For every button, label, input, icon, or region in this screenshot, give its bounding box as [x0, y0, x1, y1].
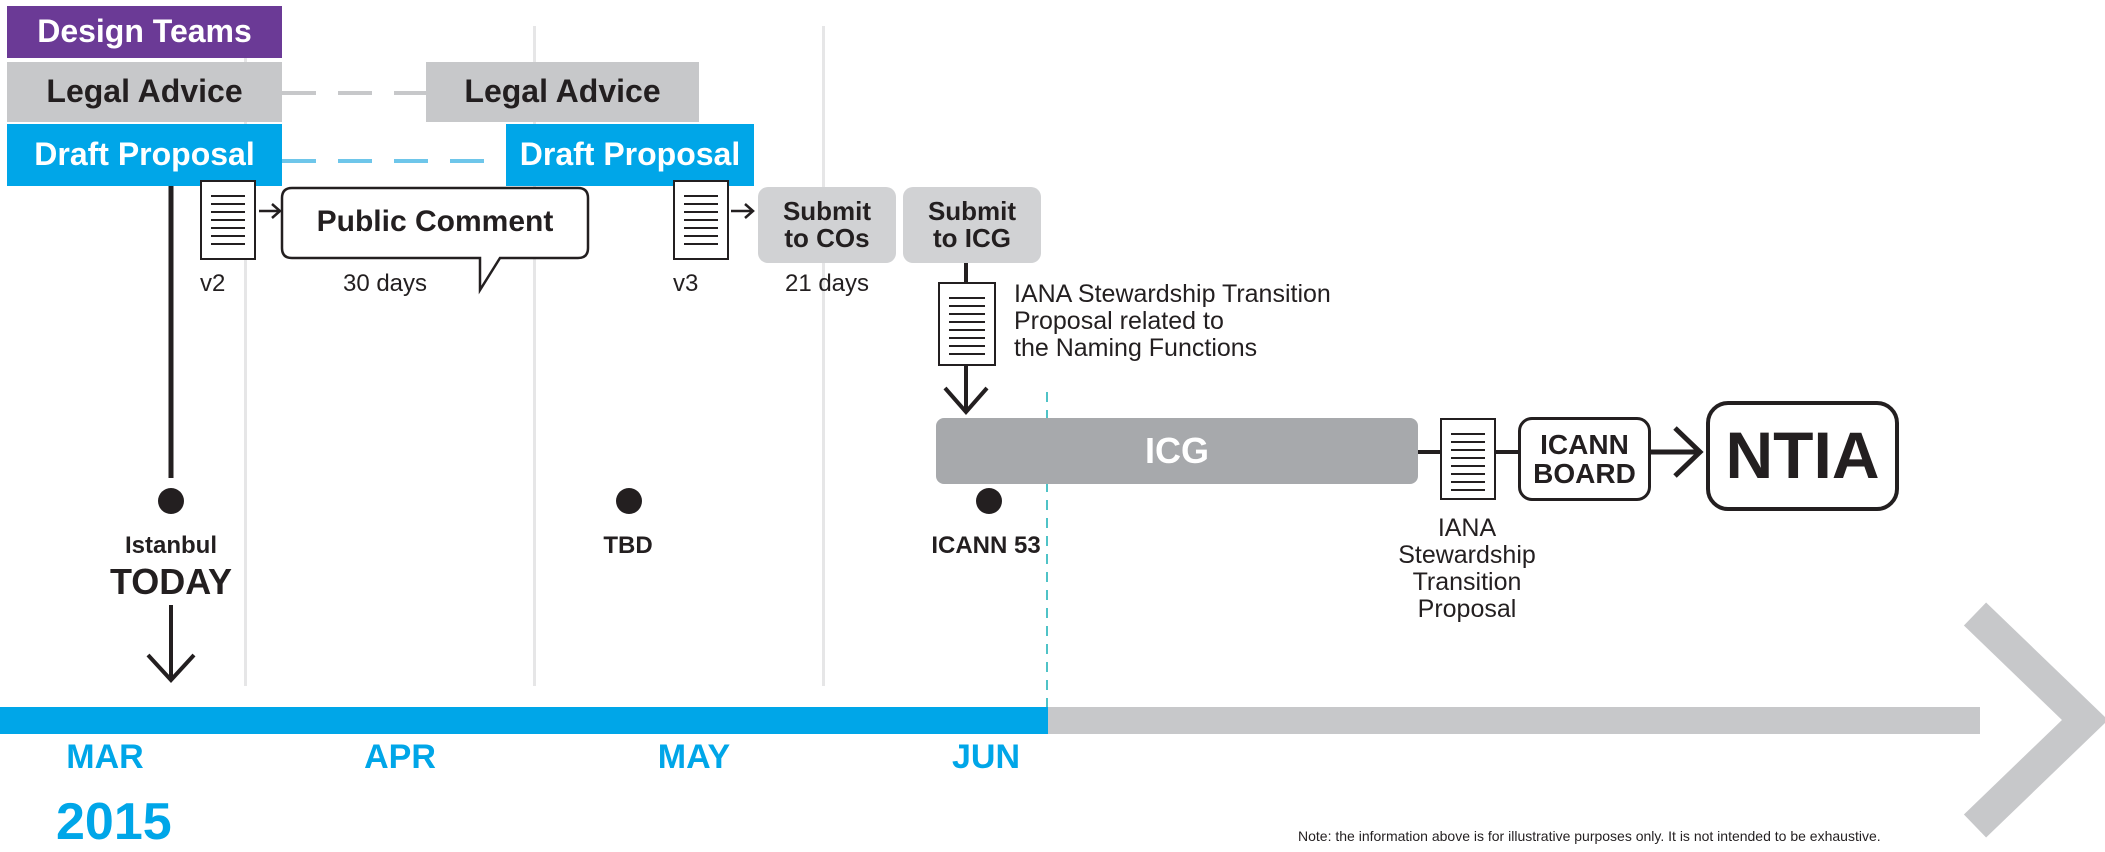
disclaimer-note: Note: the information above is for illus…: [1298, 828, 1881, 844]
final-proposal-line: IANA: [1437, 514, 1497, 542]
milestone-label-istanbul: Istanbul: [124, 532, 217, 559]
month-label-may: MAY: [657, 738, 731, 776]
version-label-v3: v3: [673, 270, 699, 297]
document-icon-v2: [200, 180, 256, 260]
document-icon-final-proposal: [1440, 418, 1496, 500]
legal-advice-bar-2: Legal Advice: [426, 62, 699, 122]
design-teams-bar: Design Teams: [7, 6, 282, 58]
icann-board-line2: BOARD: [1533, 458, 1636, 489]
submit-to-icg-box: Submit to ICG: [903, 187, 1041, 263]
icann-board-line1: ICANN: [1540, 428, 1629, 460]
final-proposal-line: Transition: [1412, 568, 1522, 596]
final-proposal-line: Proposal: [1417, 595, 1517, 623]
submit-to-cos-line2: to COs: [784, 223, 870, 253]
public-comment-bubble: [280, 186, 590, 295]
board-to-ntia-arrow-head: [1673, 426, 1704, 478]
final-proposal-line: Stewardship: [1398, 541, 1536, 569]
month-divider-line: [533, 26, 536, 686]
submit-to-cos-box: Submit to COs: [758, 187, 896, 263]
month-label-mar: MAR: [66, 738, 144, 776]
public-comment-label: Public Comment: [316, 205, 554, 238]
draft-proposal-bar: Draft Proposal: [7, 124, 282, 186]
icg-bar: ICG: [936, 418, 1418, 484]
document-icon-v3: [673, 180, 729, 260]
naming-proposal-line: Proposal related to: [1014, 307, 1224, 335]
submit-to-icg-line2: to ICG: [933, 223, 1011, 253]
year-label: 2015: [56, 793, 172, 851]
milestone-label-icann53: ICANN 53: [931, 532, 1041, 559]
month-label-jun: JUN: [951, 738, 1021, 776]
doc-to-icg-arrow-head: [943, 386, 989, 416]
public-comment-duration: 30 days: [342, 270, 428, 297]
naming-proposal-text: IANA Stewardship Transition Proposal rel…: [1014, 281, 1331, 362]
timeline-arrow-head: [1963, 602, 2105, 838]
submit-to-cos-duration: 21 days: [784, 270, 870, 297]
timeline-bar-remaining: [1048, 707, 1980, 734]
naming-proposal-line: the Naming Functions: [1014, 334, 1258, 362]
submit-to-cos-line1: Submit: [782, 195, 872, 226]
milestone-label-today: TODAY: [109, 561, 233, 602]
submit-to-icg-line1: Submit: [927, 195, 1017, 226]
today-arrow-head: [146, 653, 196, 683]
milestone-label-tbd: TBD: [603, 532, 653, 559]
version-label-v2: v2: [200, 270, 226, 297]
month-label-apr: APR: [364, 738, 436, 776]
month-divider-line: [244, 26, 247, 686]
milestone-dot-istanbul: [158, 488, 184, 514]
document-icon-naming-proposal: [938, 282, 996, 366]
milestone-dot-tbd: [616, 488, 642, 514]
draft-proposal-bar-2: Draft Proposal: [506, 124, 754, 186]
final-proposal-label: IANA Stewardship Transition Proposal: [1367, 515, 1567, 623]
ntia-box: NTIA: [1706, 401, 1899, 511]
legal-advice-bar: Legal Advice: [7, 62, 282, 122]
timeline-bar-elapsed: [0, 707, 1048, 734]
month-divider-line: [822, 26, 825, 686]
naming-proposal-line: IANA Stewardship Transition: [1014, 280, 1331, 308]
milestone-dot-icann53: [976, 488, 1002, 514]
icann-board-box: ICANN BOARD: [1518, 417, 1651, 501]
